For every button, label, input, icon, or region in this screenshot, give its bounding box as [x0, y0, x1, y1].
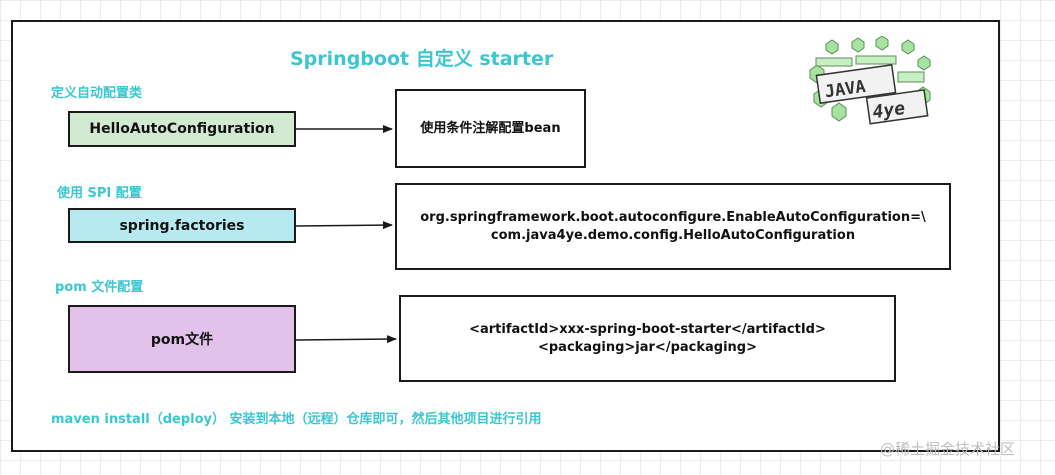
node-packaging: <artifactId>xxx-spring-boot-starter</art… — [399, 295, 896, 382]
section-label-autoconfig: 定义自动配置类 — [51, 86, 143, 101]
node-line: com.java4ye.demo.config.HelloAutoConfigu… — [490, 227, 856, 243]
section-label-spi: 使用 SPI 配置 — [57, 186, 142, 201]
footer-note: maven install（deploy） 安装到本地（远程）仓库即可，然后其他… — [51, 412, 542, 427]
node-label: spring.factories — [119, 217, 245, 234]
node-label: HelloAutoConfiguration — [89, 121, 275, 137]
arrow-spi — [295, 221, 393, 230]
arrow-pom — [295, 335, 397, 344]
node-spring-factories: spring.factories — [68, 208, 296, 243]
logo-text-4ye: 4ye — [871, 98, 906, 123]
logo-text-java: JAVA — [823, 77, 866, 103]
node-line: 使用条件注解配置bean — [420, 120, 561, 136]
node-line: <packaging>jar</packaging> — [537, 339, 757, 355]
diagram-title: Springboot 自定义 starter — [290, 48, 554, 70]
node-line: org.springframework.boot.autoconfigure.E… — [420, 209, 926, 225]
watermark-text: @稀土掘金技术社区 — [880, 440, 1016, 458]
node-pom-file: pom文件 — [68, 305, 296, 373]
node-label: pom文件 — [150, 332, 214, 348]
node-line: <artifactId>xxx-spring-boot-starter</art… — [469, 321, 826, 337]
node-conditional-bean: 使用条件注解配置bean — [395, 89, 586, 168]
node-enable-auto-configuration: org.springframework.boot.autoconfigure.E… — [395, 183, 951, 270]
section-label-pom: pom 文件配置 — [55, 280, 144, 295]
node-hello-auto-configuration: HelloAutoConfiguration — [68, 111, 296, 147]
java4ye-logo-icon: JAVA 4ye — [809, 36, 931, 125]
